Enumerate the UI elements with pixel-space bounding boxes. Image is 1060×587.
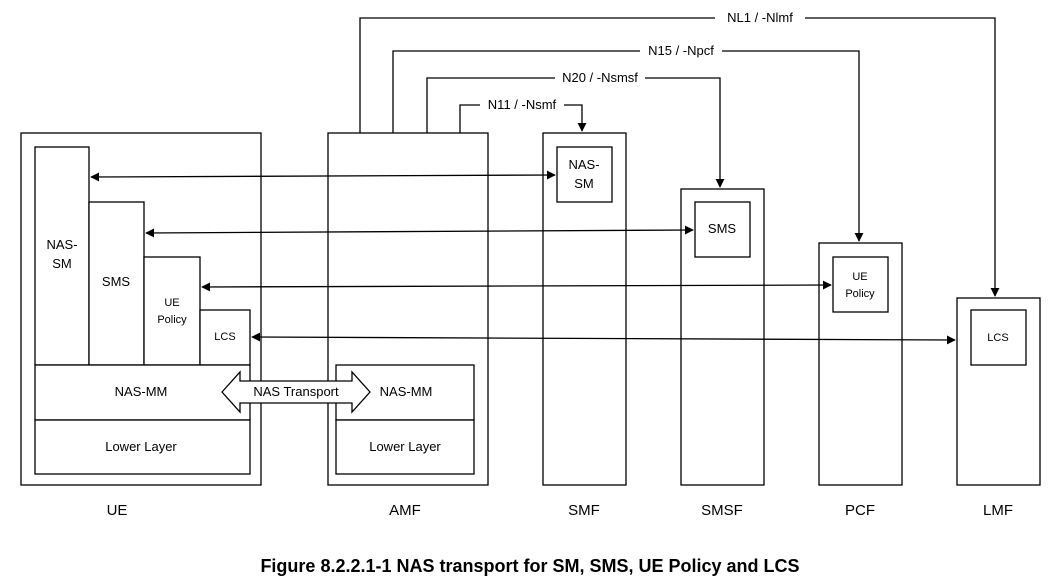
smf-nas-sm-box [556, 146, 613, 203]
smf-nas-sm-label-1: NAS- [568, 157, 599, 172]
ue-policy-label-2: Policy [157, 314, 187, 326]
smsf-node-label: SMSF [701, 502, 743, 519]
lmf-lcs-box [970, 309, 1027, 366]
nl1-interface-line [359, 17, 1000, 297]
nas-sm-peer-arrow [90, 170, 556, 182]
ue-lcs-layer [199, 309, 251, 366]
amf-nas-mm-layer [335, 364, 475, 421]
ue-nas-sm-label-1: NAS- [46, 237, 77, 252]
ue-nas-mm-label: NAS-MM [115, 384, 168, 399]
n20-label: N20 / -Nsmsf [562, 70, 638, 85]
figure-caption: Figure 8.2.2.1-1 NAS transport for SM, S… [260, 556, 799, 576]
ue-lower-layer-label: Lower Layer [105, 439, 177, 454]
n11-label: N11 / -Nsmf [488, 97, 557, 112]
ue-nas-sm-layer [34, 146, 90, 366]
n15-interface-line [392, 50, 864, 242]
amf-nas-mm-label: NAS-MM [380, 384, 433, 399]
pcf-policy-label-1: UE [852, 271, 867, 283]
ue-node-label: UE [107, 502, 128, 519]
nas-transport-label: NAS Transport [253, 384, 339, 399]
smf-nas-sm-label-2: SM [574, 176, 594, 191]
ue-nas-sm-label-2: SM [52, 256, 72, 271]
ue-policy-layer [143, 256, 201, 366]
lcs-peer-arrow [251, 332, 956, 345]
ue-lower-layer [34, 419, 251, 475]
ue-nas-mm-layer [34, 364, 251, 421]
nl1-label: NL1 / -Nlmf [727, 10, 793, 25]
smf-node-label: SMF [568, 502, 600, 519]
sms-peer-arrow [145, 225, 694, 238]
ue-lcs-label: LCS [214, 331, 235, 343]
ue-policy-label-1: UE [164, 297, 179, 309]
n15-label: N15 / -Npcf [648, 43, 714, 58]
pcf-policy-box [832, 256, 889, 313]
amf-lower-layer-label: Lower Layer [369, 439, 441, 454]
amf-node-label: AMF [389, 502, 421, 519]
lmf-lcs-label: LCS [987, 332, 1008, 344]
ue-sms-label: SMS [102, 274, 131, 289]
ue-policy-peer-arrow [201, 280, 832, 292]
smsf-sms-label: SMS [708, 221, 737, 236]
nas-transport-arrow [221, 370, 371, 414]
lmf-node-label: LMF [983, 502, 1013, 519]
pcf-node-label: PCF [845, 502, 875, 519]
smsf-sms-box [694, 201, 751, 258]
amf-lower-layer [335, 419, 475, 475]
pcf-policy-label-2: Policy [845, 288, 875, 300]
